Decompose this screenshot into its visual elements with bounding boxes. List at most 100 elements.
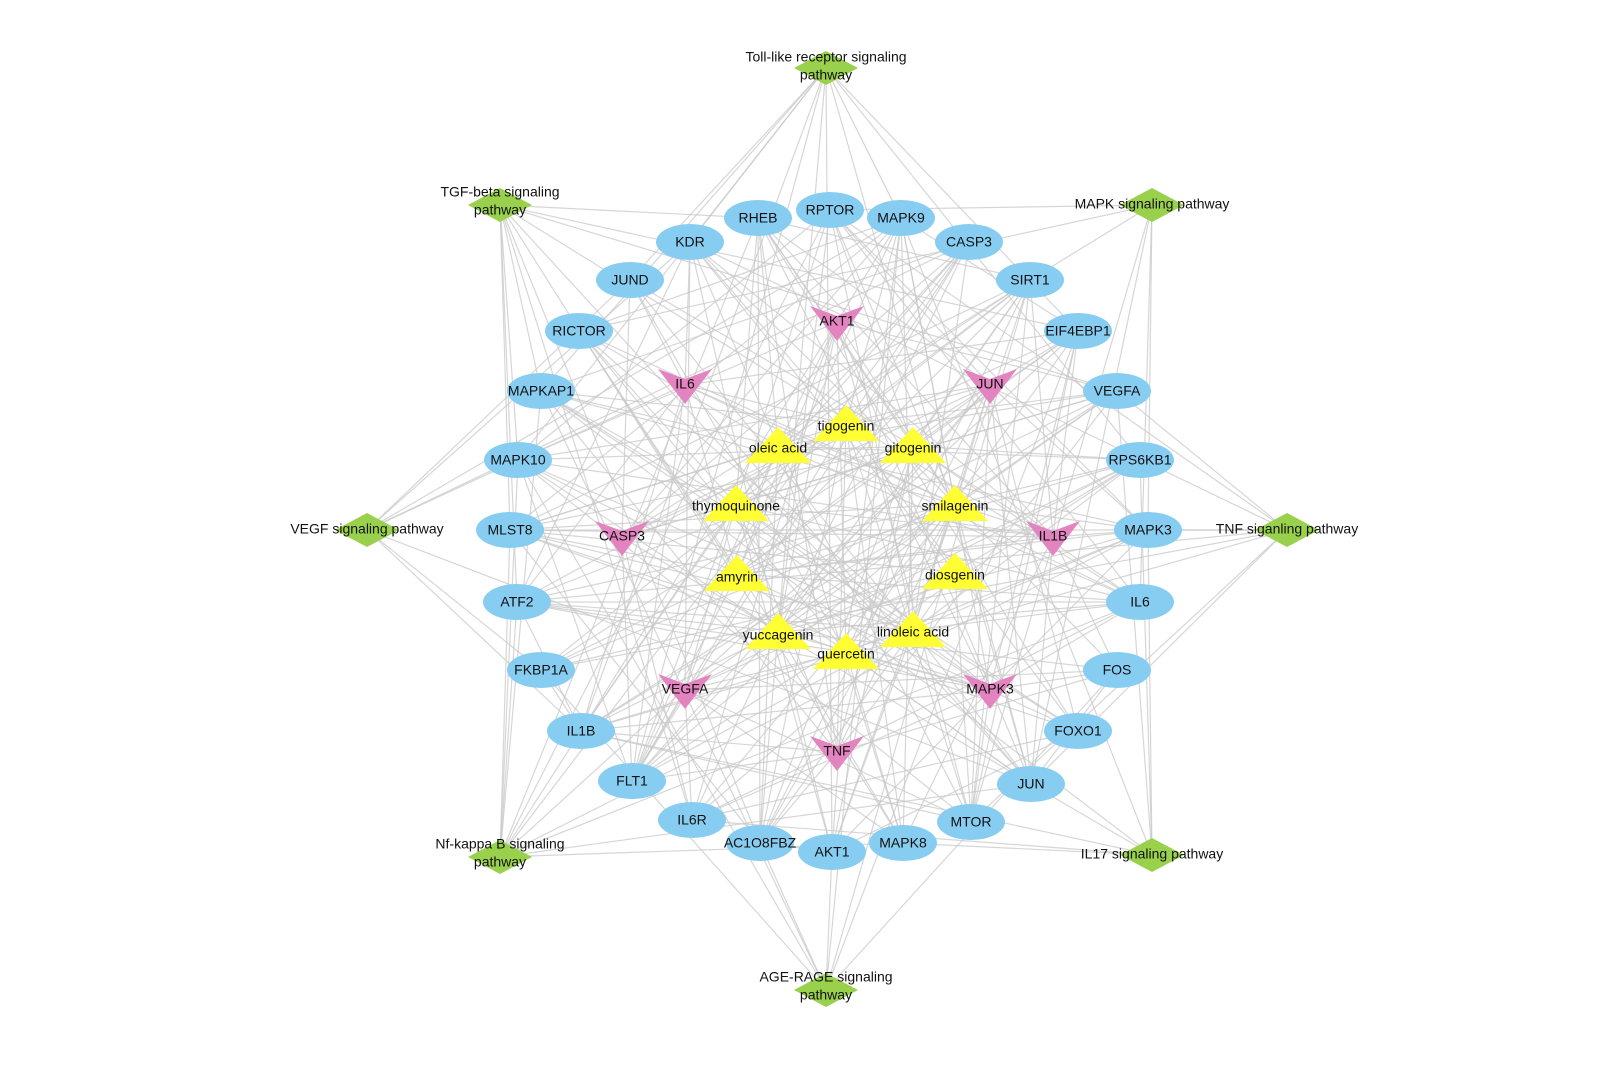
ellipse-shape [484, 442, 552, 478]
edge [580, 390, 1118, 732]
target-node-rictor[interactable]: RICTOR [545, 313, 613, 349]
compound-node-smilagenin[interactable]: smilagenin [922, 485, 989, 521]
ellipse-shape [596, 262, 664, 298]
hub-target-node-il6[interactable]: IL6 [658, 369, 712, 404]
pathway-label-line1: Toll-like receptor signaling [745, 49, 906, 65]
pathway-node-mapk[interactable]: MAPK signaling pathway [1075, 188, 1230, 222]
target-node-eif4ebp1[interactable]: EIF4EBP1 [1044, 313, 1112, 349]
hub-target-node-vegfa[interactable]: VEGFA [658, 674, 712, 709]
pathway-node-tnf[interactable]: TNF siganling pathway [1216, 513, 1358, 547]
target-node-foxo1[interactable]: FOXO1 [1044, 713, 1112, 749]
hub-target-node-jun[interactable]: JUN [963, 369, 1017, 404]
ellipse-shape [483, 584, 551, 620]
target-node-vegfa[interactable]: VEGFA [1083, 373, 1151, 409]
edge [736, 279, 1031, 575]
edge [902, 842, 1153, 856]
target-node-jun[interactable]: JUN [997, 766, 1065, 802]
edge [684, 669, 1118, 691]
target-node-mapk10[interactable]: MAPK10 [484, 442, 552, 478]
ellipse-shape [798, 834, 866, 870]
edge [621, 536, 693, 821]
edge [516, 241, 691, 603]
target-label: CASP3 [946, 234, 992, 250]
target-node-flt1[interactable]: FLT1 [598, 763, 666, 799]
pathway-node-il17[interactable]: IL17 signaling pathway [1081, 838, 1223, 872]
diamond-shape [1255, 513, 1319, 547]
pathway-node-vegf[interactable]: VEGF signaling pathway [290, 513, 444, 547]
target-node-mapk8[interactable]: MAPK8 [869, 825, 937, 861]
diamond-shape [335, 513, 399, 547]
ellipse-shape [726, 825, 794, 861]
target-node-rptor[interactable]: RPTOR [796, 192, 864, 228]
triangle-shape [880, 611, 946, 647]
compound-node-linoleic-acid[interactable]: linoleic acid [877, 611, 949, 647]
compound-node-gitogenin[interactable]: gitogenin [880, 427, 946, 463]
hub-target-node-il1b[interactable]: IL1B [1026, 521, 1080, 556]
ellipse-shape [869, 825, 937, 861]
compound-node-amyrin[interactable]: amyrin [704, 555, 770, 591]
edge [578, 204, 1153, 332]
target-label: AC1O8FBZ [724, 835, 797, 851]
edge [691, 730, 1079, 821]
ellipse-shape [1044, 713, 1112, 749]
target-node-mapkap1[interactable]: MAPKAP1 [507, 373, 575, 409]
target-node-mlst8[interactable]: MLST8 [476, 512, 544, 548]
target-node-mapk3[interactable]: MAPK3 [1114, 512, 1182, 548]
target-node-fkbp1a[interactable]: FKBP1A [507, 652, 575, 688]
target-node-jund[interactable]: JUND [596, 262, 664, 298]
target-node-kdr[interactable]: KDR [656, 224, 724, 260]
target-node-sirt1[interactable]: SIRT1 [996, 262, 1064, 298]
ellipse-shape [1106, 584, 1174, 620]
edge [509, 279, 1031, 531]
hub-target-node-tnf[interactable]: TNF [810, 736, 864, 771]
edge [631, 571, 956, 782]
compound-node-thymoquinone[interactable]: thymoquinone [692, 485, 780, 521]
edge [684, 384, 1032, 785]
target-node-mtor[interactable]: MTOR [937, 804, 1005, 840]
edge [516, 445, 914, 603]
edge [836, 423, 847, 753]
hub-target-node-akt1[interactable]: AKT1 [810, 306, 864, 341]
edge [499, 529, 511, 858]
triangle-shape [880, 427, 946, 463]
target-node-rps6kb1[interactable]: RPS6KB1 [1106, 442, 1174, 478]
edge [499, 204, 1032, 785]
edge [757, 217, 991, 386]
target-node-il6[interactable]: IL6 [1106, 584, 1174, 620]
target-node-fos[interactable]: FOS [1083, 652, 1151, 688]
diamond-shape [794, 973, 858, 1007]
compound-node-quercetin[interactable]: quercetin [813, 633, 879, 669]
edge [621, 279, 1031, 538]
edge [509, 529, 956, 573]
compound-node-yuccagenin[interactable]: yuccagenin [743, 613, 814, 649]
target-node-akt1[interactable]: AKT1 [798, 834, 866, 870]
hub-target-node-casp3[interactable]: CASP3 [595, 521, 649, 556]
ellipse-shape [656, 224, 724, 260]
edge [540, 241, 970, 392]
target-node-ac1o8fbz[interactable]: AC1O8FBZ [724, 825, 797, 861]
compound-node-diosgenin[interactable]: diosgenin [922, 553, 988, 589]
target-node-casp3[interactable]: CASP3 [935, 224, 1003, 260]
edge [829, 209, 991, 386]
target-label: RPTOR [806, 202, 855, 218]
edge [684, 651, 847, 691]
hub-target-node-mapk3[interactable]: MAPK3 [963, 674, 1017, 709]
edge [736, 390, 1118, 575]
target-node-mapk9[interactable]: MAPK9 [867, 200, 935, 236]
ellipse-shape [935, 224, 1003, 260]
edge [509, 529, 991, 691]
target-node-atf2[interactable]: ATF2 [483, 584, 551, 620]
edge [684, 689, 904, 844]
compound-node-oleic-acid[interactable]: oleic acid [745, 427, 811, 463]
edge [580, 730, 1153, 856]
target-node-rheb[interactable]: RHEB [724, 200, 792, 236]
edge [631, 445, 779, 782]
compound-node-tigogenin[interactable]: tigogenin [813, 405, 879, 441]
target-node-il6r[interactable]: IL6R [658, 802, 726, 838]
target-node-il1b[interactable]: IL1B [547, 713, 615, 749]
